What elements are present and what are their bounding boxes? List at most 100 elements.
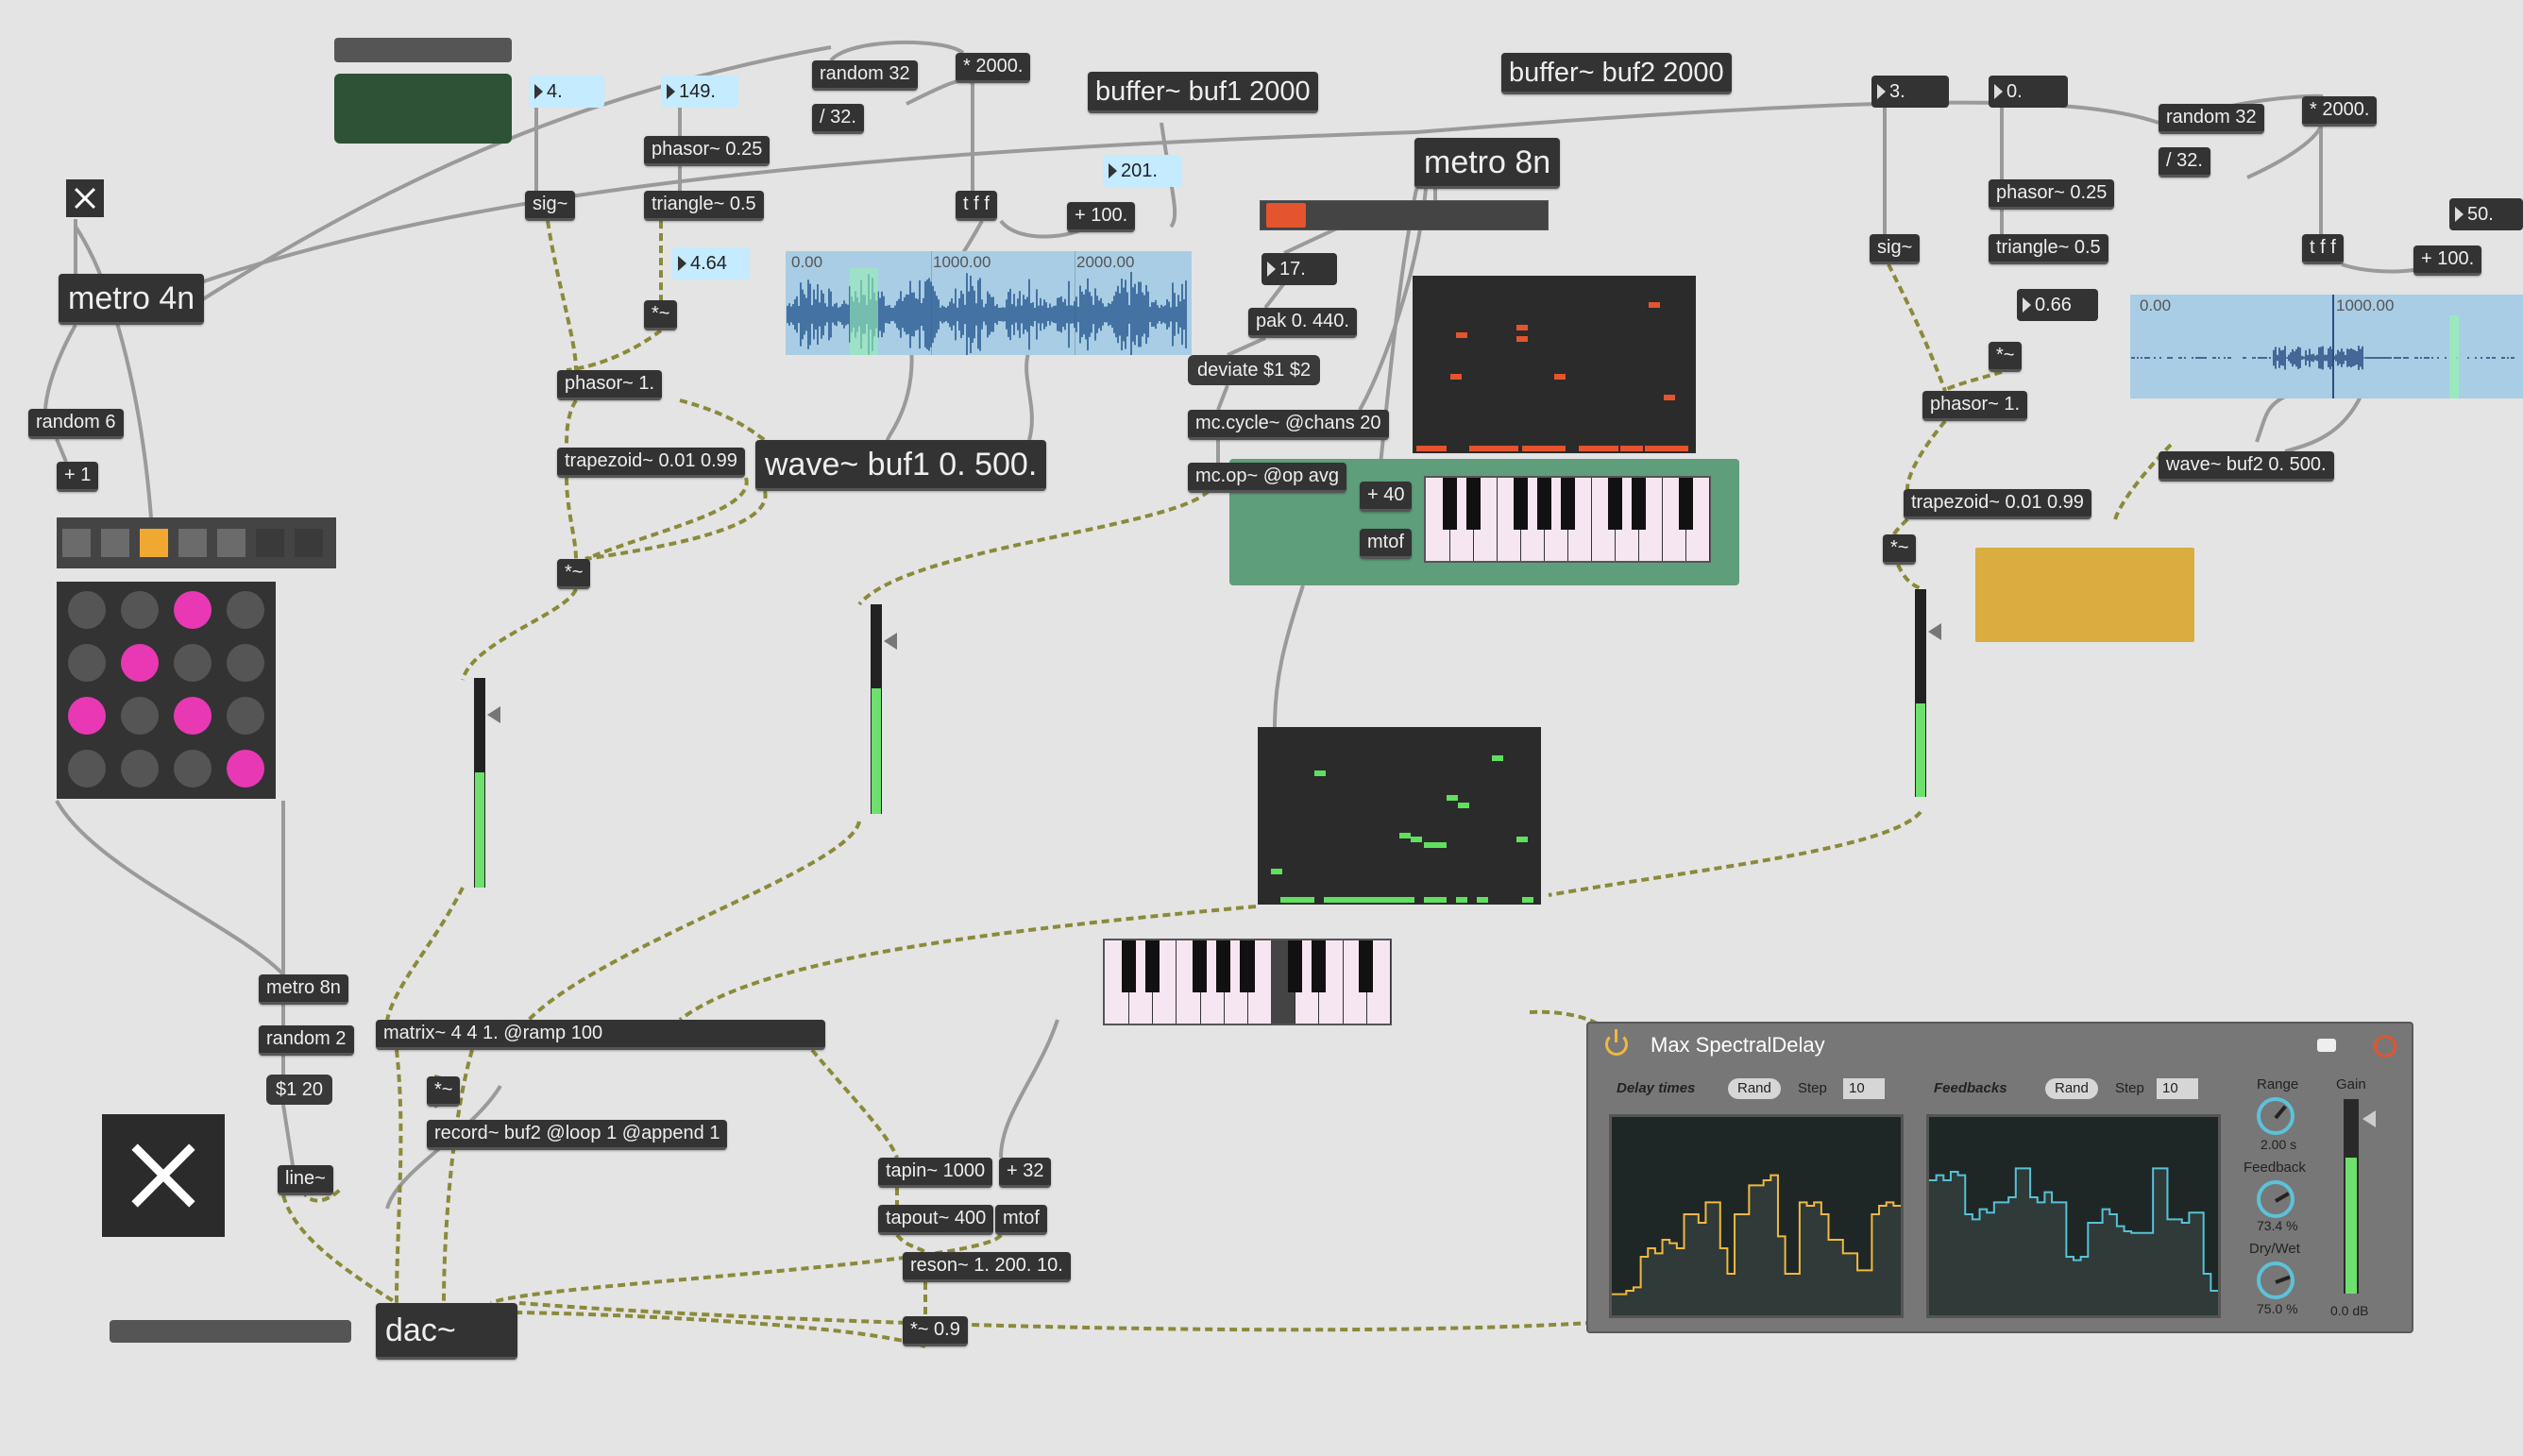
metro-4n-object[interactable]: metro 4n <box>59 274 205 325</box>
delay-times-plot[interactable] <box>1609 1114 1904 1318</box>
black-key[interactable] <box>1465 478 1481 530</box>
slider-horizontal[interactable] <box>1260 200 1549 230</box>
toggle-small[interactable] <box>66 179 104 217</box>
control-patch-cord[interactable] <box>999 1019 1059 1159</box>
multiply-2000-object[interactable]: * 2000. <box>956 53 1031 83</box>
trapezoid-object[interactable]: trapezoid~ 0.01 0.99 <box>557 448 745 478</box>
mul-signal-object-2[interactable]: *~ <box>557 559 591 589</box>
control-patch-cord[interactable] <box>2255 395 2286 443</box>
plus-1-object[interactable]: + 1 <box>57 462 99 492</box>
white-key[interactable] <box>1638 478 1663 561</box>
triangle-0-5-object-2[interactable]: triangle~ 0.5 <box>1989 234 2108 264</box>
feedback-step-box[interactable]: 10 <box>2157 1078 2198 1099</box>
control-patch-cord[interactable] <box>1263 281 1286 310</box>
white-key[interactable] <box>1567 478 1592 561</box>
tapin-object[interactable]: tapin~ 1000 <box>878 1158 993 1188</box>
phasor-0-25-object-2[interactable]: phasor~ 0.25 <box>1989 179 2115 210</box>
menu-icon[interactable] <box>2374 1035 2396 1058</box>
range-knob[interactable] <box>2257 1097 2294 1135</box>
camera-icon[interactable] <box>2317 1039 2336 1052</box>
black-key[interactable] <box>1678 478 1693 530</box>
signal-patch-cord[interactable] <box>565 477 578 560</box>
black-key[interactable] <box>1560 478 1575 530</box>
toggle-large[interactable] <box>102 1114 225 1237</box>
number-box-0[interactable]: 0. <box>1989 76 2068 108</box>
signal-patch-cord[interactable] <box>857 489 1211 606</box>
white-key[interactable] <box>1366 940 1391 1024</box>
wave-buf2-object[interactable]: wave~ buf2 0. 500. <box>2159 451 2334 482</box>
piano-keyboard-1[interactable] <box>1424 476 1711 563</box>
mc-cycle-object[interactable]: mc.cycle~ @chans 20 <box>1188 410 1389 440</box>
control-patch-cord[interactable] <box>2246 125 2323 179</box>
black-key[interactable] <box>1536 478 1551 530</box>
trigger-f-f-object[interactable]: t f f <box>956 191 997 221</box>
matrix-toggle-cell[interactable] <box>227 697 264 735</box>
plus-100-object-2[interactable]: + 100. <box>2413 245 2482 276</box>
mtof-object-2[interactable]: mtof <box>995 1205 1047 1235</box>
signal-patch-cord[interactable] <box>1548 810 1922 897</box>
waveform-display-buf1[interactable]: 0.00 1000.00 2000.00 <box>786 251 1192 355</box>
matrix-object[interactable]: matrix~ 4 4 1. @ramp 100 <box>376 1020 825 1050</box>
control-patch-cord[interactable] <box>55 438 68 463</box>
matrix-toggle-cell[interactable] <box>174 644 212 682</box>
white-key[interactable] <box>1473 478 1498 561</box>
step-cell[interactable] <box>140 529 168 557</box>
buffer-buf2-object[interactable]: buffer~ buf2 2000 <box>1501 53 1732 94</box>
number-box-149[interactable]: 149. <box>661 76 738 108</box>
signal-patch-cord[interactable] <box>509 1311 926 1348</box>
matrix-toggle-cell[interactable] <box>227 644 264 682</box>
mul-signal-object-4[interactable]: *~ <box>1883 534 1917 565</box>
delay-rand-button[interactable]: Rand <box>1728 1078 1781 1099</box>
delay-step-box[interactable]: 10 <box>1843 1078 1885 1099</box>
power-icon[interactable] <box>1605 1033 1628 1056</box>
black-key[interactable] <box>1631 478 1646 530</box>
matrix-toggle-cell[interactable] <box>227 591 264 629</box>
divide-32-object[interactable]: / 32. <box>812 104 864 134</box>
pak-object[interactable]: pak 0. 440. <box>1248 308 1357 338</box>
signal-patch-cord[interactable] <box>461 588 578 681</box>
matrix-toggle-cell[interactable] <box>121 591 159 629</box>
black-key[interactable] <box>1287 940 1302 992</box>
number-box-3[interactable]: 3. <box>1871 76 1949 108</box>
signal-patch-cord[interactable] <box>527 821 861 1022</box>
step-cell[interactable] <box>256 529 284 557</box>
control-patch-cord[interactable] <box>1283 225 1342 255</box>
black-key[interactable] <box>1144 940 1160 992</box>
trigger-f-f-object-2[interactable]: t f f <box>2302 234 2344 264</box>
matrix-toggle-cell[interactable] <box>68 591 106 629</box>
sig-object[interactable]: sig~ <box>525 191 576 221</box>
buffer-buf1-object[interactable]: buffer~ buf1 2000 <box>1088 72 1318 113</box>
mtof-object[interactable]: mtof <box>1360 529 1412 559</box>
note-grid-display-1[interactable] <box>1413 276 1696 453</box>
step-cell[interactable] <box>101 529 129 557</box>
signal-patch-cord[interactable] <box>810 1048 899 1159</box>
signal-patch-cord[interactable] <box>546 220 578 371</box>
matrix-toggle-cell[interactable] <box>121 644 159 682</box>
matrix-toggle-cell[interactable] <box>121 697 159 735</box>
step-cell[interactable] <box>178 529 207 557</box>
matrix-toggle-cell[interactable] <box>174 591 212 629</box>
black-key[interactable] <box>1513 478 1528 530</box>
signal-patch-cord[interactable] <box>566 329 663 372</box>
level-meter-3[interactable] <box>1915 589 1941 797</box>
line-object[interactable]: line~ <box>278 1165 333 1195</box>
matrix-toggle-cell[interactable] <box>68 644 106 682</box>
matrix-toggle-cell[interactable] <box>227 750 264 787</box>
plus-32-object[interactable]: + 32 <box>999 1158 1052 1188</box>
signal-patch-cord[interactable] <box>895 1233 927 1254</box>
signal-patch-cord[interactable] <box>1887 263 1947 392</box>
toggle-matrix[interactable] <box>57 582 276 799</box>
black-key[interactable] <box>1216 940 1231 992</box>
black-key[interactable] <box>1311 940 1327 992</box>
sig-object-2[interactable]: sig~ <box>1870 234 1921 264</box>
signal-patch-cord[interactable] <box>584 477 749 561</box>
dollar-1-20-message[interactable]: $1 20 <box>266 1075 333 1105</box>
random-32-object-2[interactable]: random 32 <box>2159 104 2264 134</box>
white-key[interactable] <box>1685 478 1710 561</box>
step-sequencer-row[interactable] <box>57 517 336 568</box>
step-cell[interactable] <box>62 529 91 557</box>
black-key[interactable] <box>1121 940 1136 992</box>
matrix-toggle-cell[interactable] <box>174 750 212 787</box>
matrix-toggle-cell[interactable] <box>68 750 106 787</box>
